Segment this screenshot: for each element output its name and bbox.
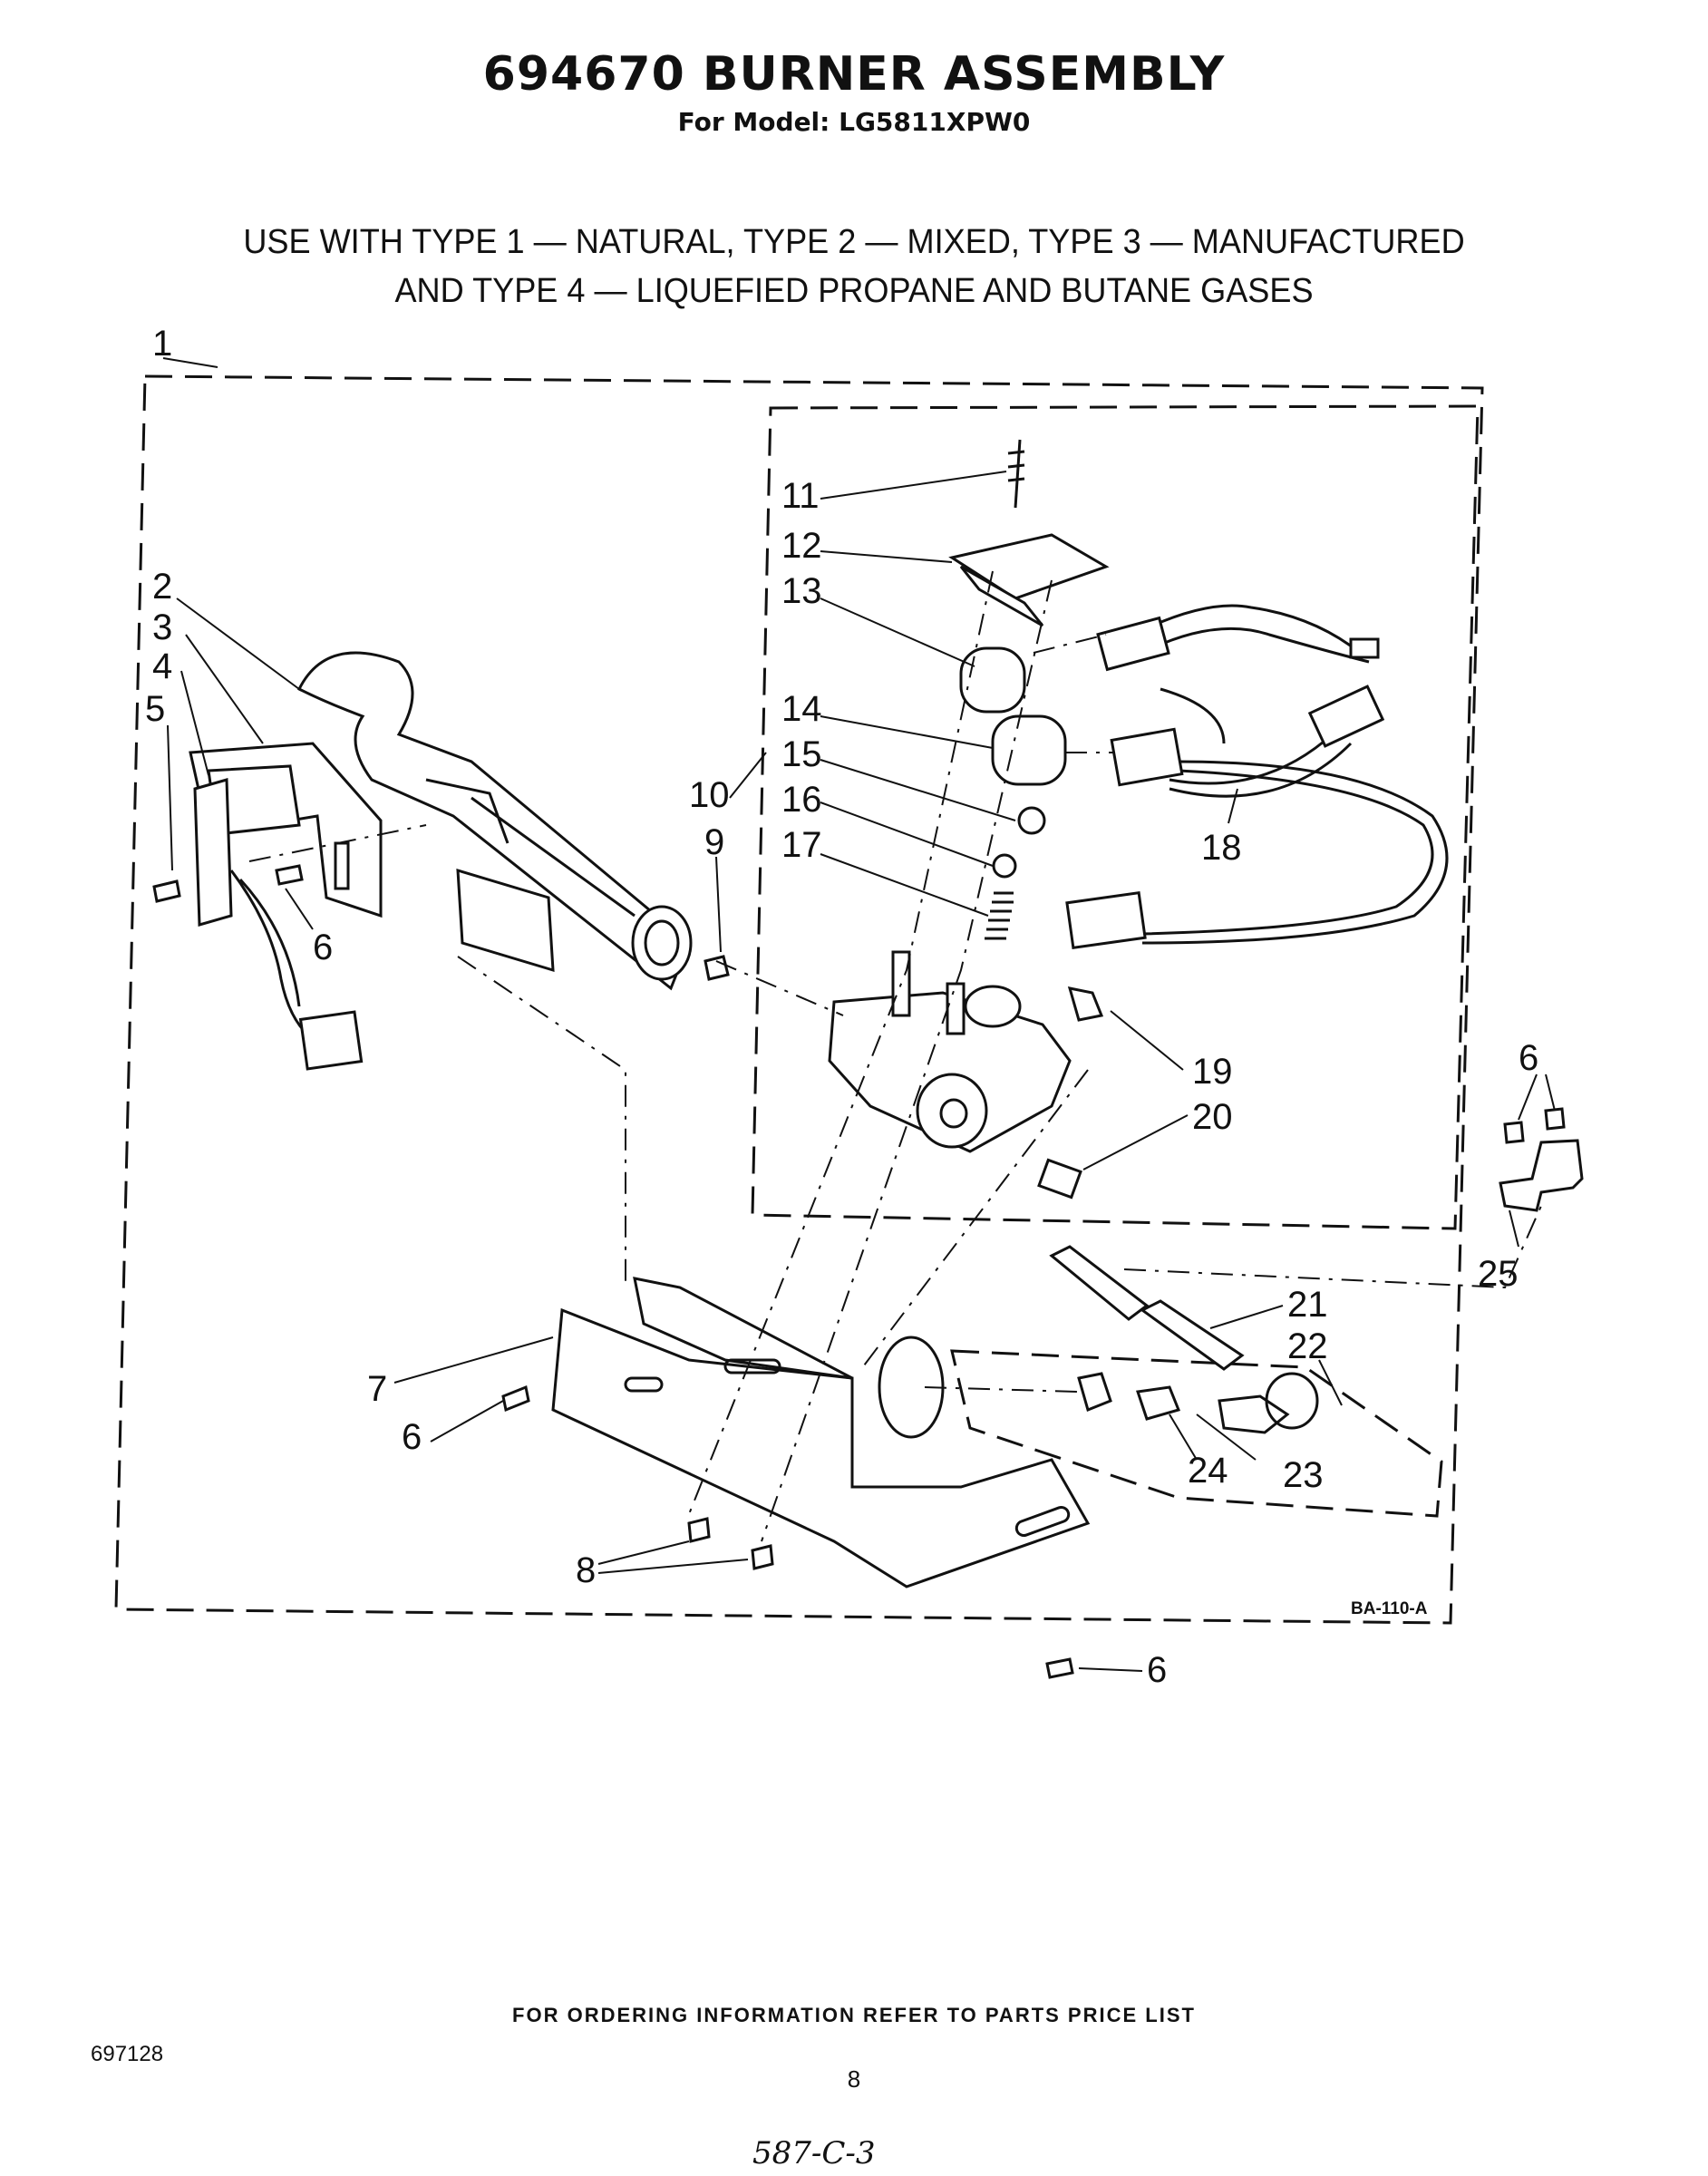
burner-tube xyxy=(296,651,693,991)
callout-2: 2 xyxy=(152,567,172,607)
document-number: 697128 xyxy=(91,2042,164,2066)
callout-3: 3 xyxy=(152,607,172,647)
callout-9: 9 xyxy=(704,822,724,862)
callout-17: 17 xyxy=(781,825,822,865)
callout-21: 21 xyxy=(1287,1285,1328,1325)
callout-labels: 1 2 3 4 5 6 7 6 8 6 6 9 10 11 12 13 14 1… xyxy=(145,324,1538,1690)
page-title: 694670 BURNER ASSEMBLY xyxy=(482,47,1226,102)
ordering-note: FOR ORDERING INFORMATION REFER TO PARTS … xyxy=(512,2004,1196,2026)
assembly-lines xyxy=(248,570,1542,1542)
callout-14: 14 xyxy=(781,689,822,729)
igniter xyxy=(193,778,364,1071)
valve-small-parts xyxy=(985,806,1046,940)
callout-20: 20 xyxy=(1192,1097,1233,1137)
valve-subassembly-boundary xyxy=(751,404,1480,1230)
usage-line-2: AND TYPE 4 — LIQUEFIED PROPANE AND BUTAN… xyxy=(394,272,1314,310)
wire-harness xyxy=(1065,604,1449,950)
callout-6-bracket: 6 xyxy=(402,1417,422,1457)
gas-valve xyxy=(828,950,1072,1153)
orifice-group-boundary xyxy=(950,1349,1443,1518)
callout-22: 22 xyxy=(1287,1326,1328,1366)
callout-10: 10 xyxy=(689,775,730,815)
callout-1: 1 xyxy=(152,324,172,364)
handwritten-note: 587-C-3 xyxy=(752,2135,876,2171)
callout-6-bottom: 6 xyxy=(1147,1650,1167,1690)
pipe-strap xyxy=(1499,1139,1584,1212)
pipe-nipples xyxy=(1049,1245,1245,1371)
callout-6-right: 6 xyxy=(1519,1038,1538,1078)
callout-6-left: 6 xyxy=(313,928,333,967)
callout-7: 7 xyxy=(367,1369,387,1409)
callout-13: 13 xyxy=(781,571,822,611)
callout-15: 15 xyxy=(781,734,822,774)
coil-bracket xyxy=(948,439,1110,627)
callout-8: 8 xyxy=(576,1550,596,1590)
callout-23: 23 xyxy=(1283,1455,1324,1495)
callout-24: 24 xyxy=(1188,1451,1228,1491)
model-line: For Model: LG5811XPW0 xyxy=(677,107,1031,137)
usage-line-1: USE WITH TYPE 1 — NATURAL, TYPE 2 — MIXE… xyxy=(243,223,1465,261)
orifice-parts xyxy=(1077,1372,1319,1434)
callout-16: 16 xyxy=(781,780,822,820)
assembly-boundary xyxy=(114,374,1484,1625)
callout-4: 4 xyxy=(152,646,172,686)
solenoid-coils xyxy=(959,646,1067,786)
support-plate xyxy=(456,868,555,973)
callout-leaders xyxy=(162,357,1556,1672)
main-bracket xyxy=(551,1277,1091,1588)
screws xyxy=(152,864,1566,1679)
callout-5: 5 xyxy=(145,689,165,729)
callout-18: 18 xyxy=(1201,828,1242,868)
drawing-code: BA-110-A xyxy=(1351,1599,1428,1618)
callout-12: 12 xyxy=(781,526,822,566)
callout-19: 19 xyxy=(1192,1052,1233,1092)
callout-11: 11 xyxy=(781,476,820,516)
page-number: 8 xyxy=(847,2065,861,2093)
callout-25: 25 xyxy=(1478,1254,1519,1294)
valve-fittings xyxy=(1037,986,1104,1200)
